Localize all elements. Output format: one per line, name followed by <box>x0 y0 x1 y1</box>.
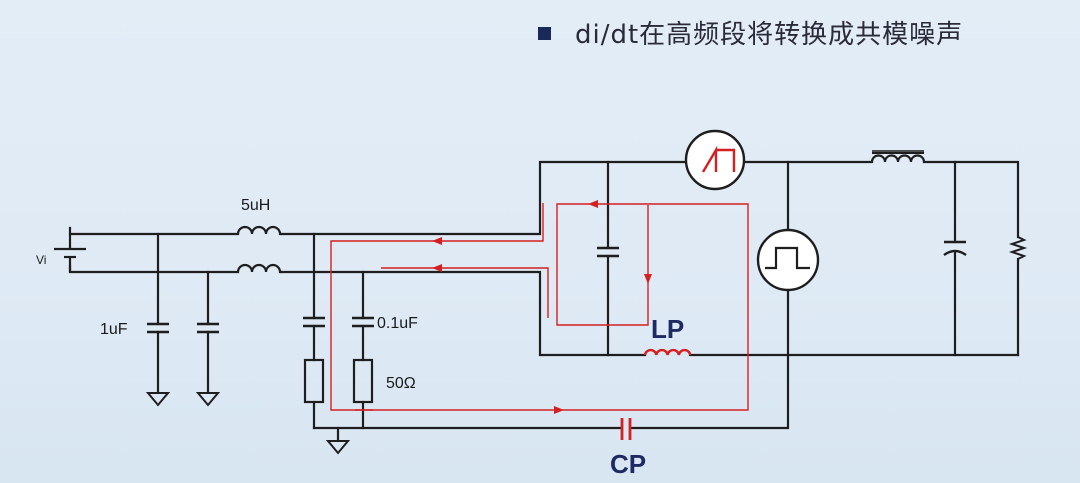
arrow-icon <box>432 264 442 272</box>
noise-arrows <box>432 200 652 414</box>
bulk-capacitor <box>597 246 619 258</box>
label-cap-input: 1uF <box>100 321 128 338</box>
voltage-source-vi <box>54 234 86 272</box>
label-resistor: 50Ω <box>386 375 416 392</box>
lisn-resistor-1 <box>303 358 325 404</box>
parasitic-capacitor-cp <box>620 418 632 440</box>
arrow-icon <box>554 406 564 414</box>
input-capacitor-1 <box>147 322 169 334</box>
label-cp: CP <box>610 449 646 479</box>
square-bullet-icon <box>538 27 551 40</box>
slide-title: di/dt在高频段将转换成共模噪声 <box>538 14 963 51</box>
parasitic-inductor-lp <box>643 348 692 356</box>
inductor-top <box>236 225 282 236</box>
title-text: di/dt在高频段将转换成共模噪声 <box>575 20 964 50</box>
input-capacitor-2 <box>197 322 219 334</box>
label-vi: Vi <box>36 253 46 267</box>
load-resistor <box>1008 236 1028 260</box>
pulse-meter-icon <box>684 129 746 191</box>
arrow-icon <box>588 200 598 208</box>
arrow-icon <box>432 237 442 245</box>
arrow-icon <box>644 274 652 284</box>
switch-waveform-icon <box>756 228 820 292</box>
ground-icon <box>145 392 351 455</box>
output-inductor <box>870 150 926 163</box>
label-lp: LP <box>651 314 684 344</box>
inductor-bottom <box>236 263 282 274</box>
circuit-wires <box>68 160 1020 442</box>
label-cap-lisn: 0.1uF <box>377 315 418 332</box>
label-inductor: 5uH <box>241 197 270 214</box>
lisn-capacitor-1 <box>303 316 325 328</box>
output-capacitor <box>943 240 967 256</box>
lisn-capacitor-2 <box>352 316 374 328</box>
lisn-resistor-2 <box>352 358 374 404</box>
